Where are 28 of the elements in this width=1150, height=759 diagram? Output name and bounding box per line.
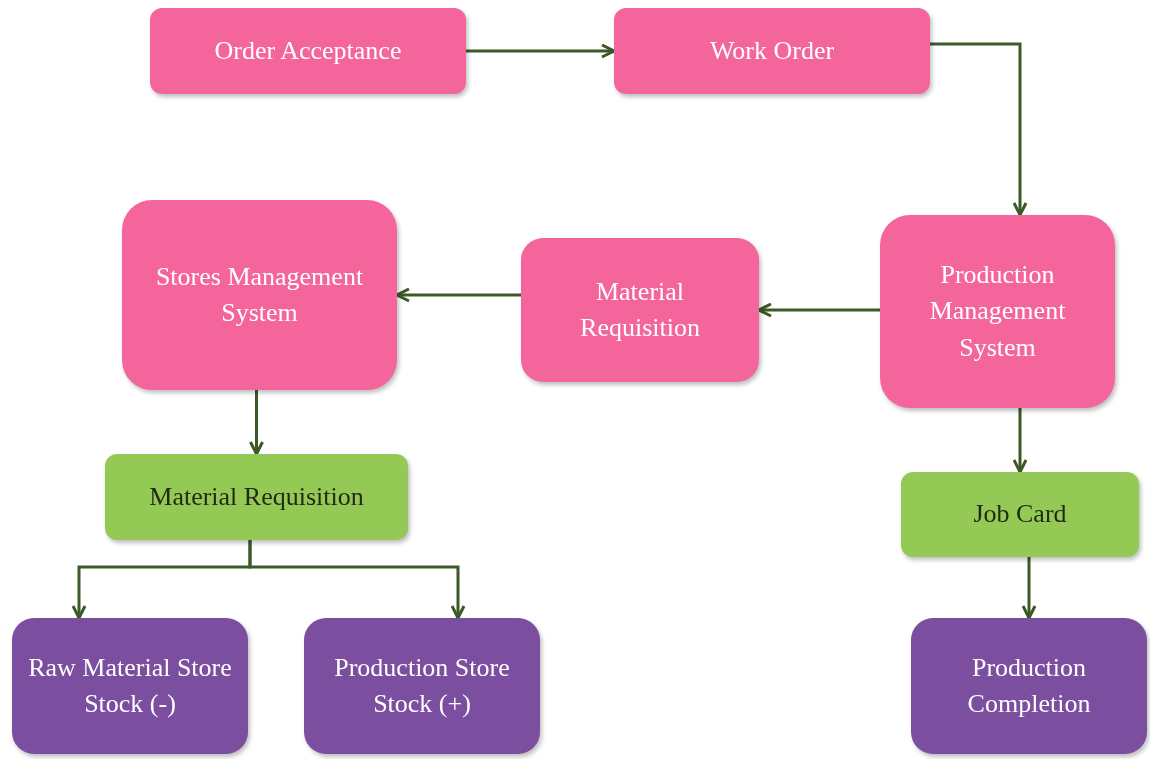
arrow [466,43,616,59]
process-box [614,8,930,94]
box-label: Production Management System [928,258,1067,364]
arrow [1021,557,1037,620]
arrow [395,287,521,303]
arrow [1012,408,1028,474]
process-box [880,215,1115,408]
arrow [249,390,264,456]
process-box [122,200,397,390]
process-box [12,618,248,754]
box-label: Stores Management System [154,260,365,329]
box-label: Work Order [709,34,835,67]
box-label: Order Acceptance [214,34,402,67]
process-box [911,618,1147,754]
box-label: Raw Material Store Stock (-) [27,651,233,720]
arrow [248,540,466,620]
arrow [930,42,1028,217]
box-label: Production Completion [966,651,1092,720]
box-label: Material Requisition [149,480,364,513]
process-box [521,238,759,382]
process-box [304,618,540,754]
process-box [150,8,466,94]
arrow [757,302,880,318]
process-box [901,472,1139,557]
box-label: Material Requisition [579,275,701,344]
box-label: Production Store Stock (+) [333,651,511,720]
box-label: Job Card [973,498,1067,531]
process-box [105,454,408,540]
